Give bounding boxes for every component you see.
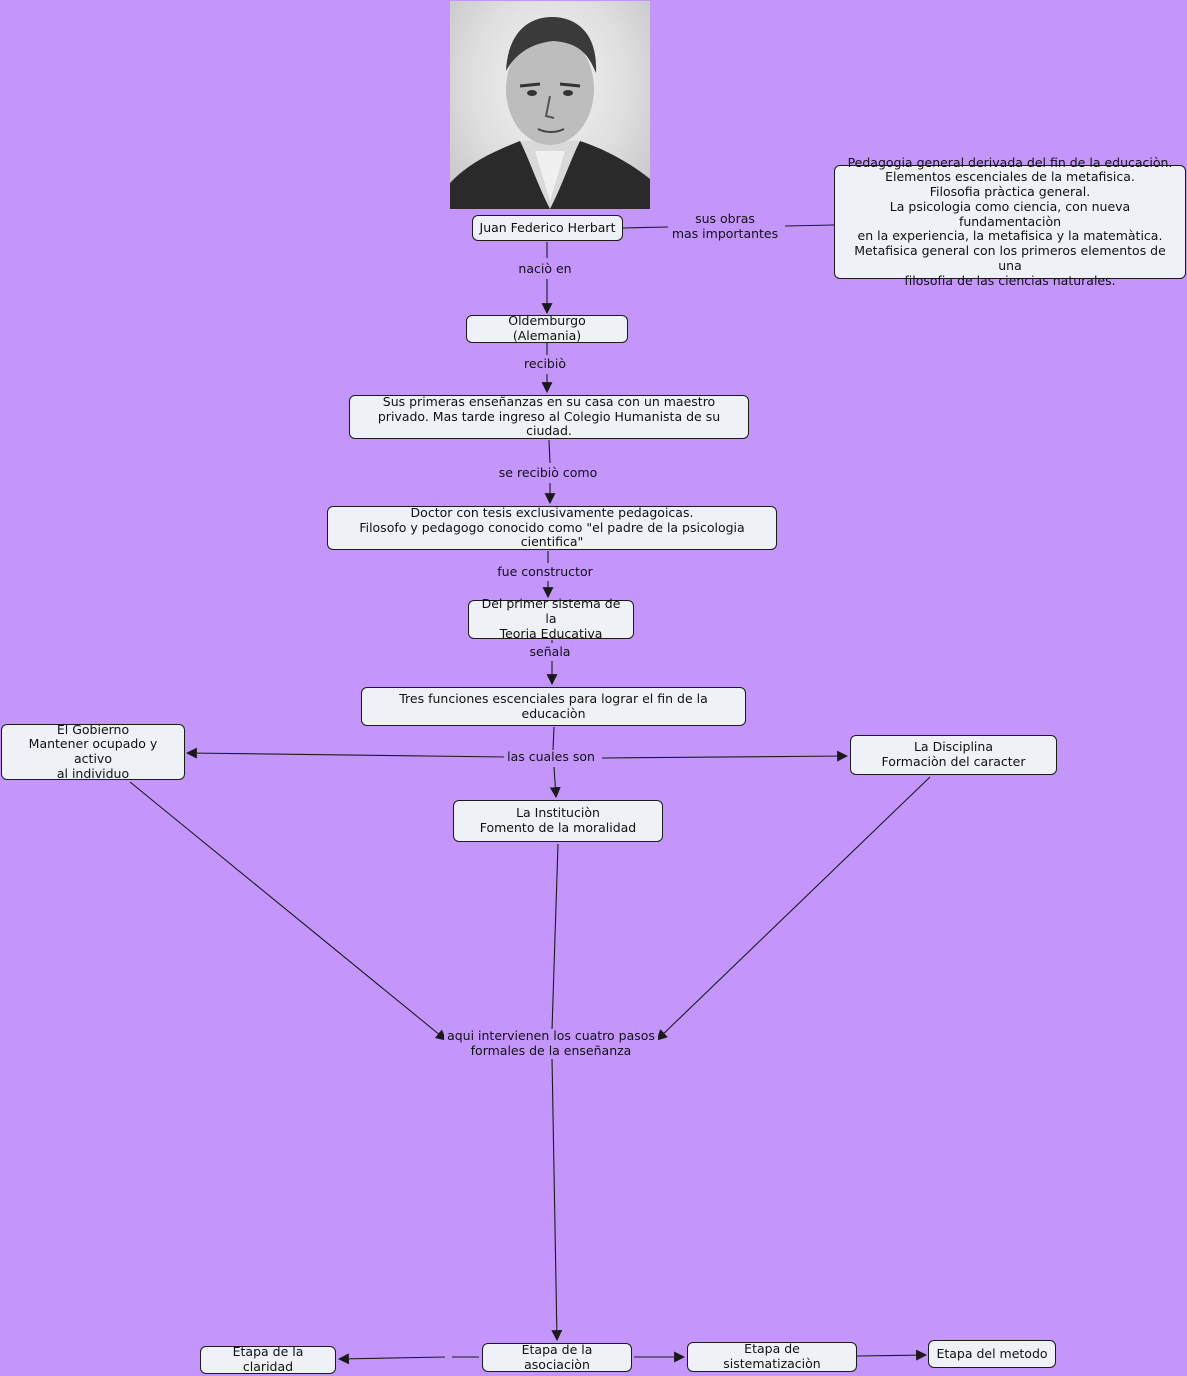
arrow-gobierno-pasos — [130, 782, 446, 1040]
arrow-to-claridad — [339, 1357, 445, 1359]
node-etapa-sistematizacion[interactable]: Etapa de sistematizaciòn — [687, 1342, 857, 1372]
herbart-portrait-image — [450, 1, 650, 209]
line-tres-cuales — [553, 727, 554, 750]
link-label-nacio-en: naciò en — [515, 262, 574, 277]
node-obras-importantes[interactable]: Pedagogia general derivada del fin de la… — [834, 165, 1186, 279]
node-etapa-asociacion[interactable]: Etapa de la asociaciòn — [482, 1343, 632, 1372]
arrow-to-metodo — [857, 1355, 926, 1356]
node-doctor[interactable]: Doctor con tesis exclusivamente pedagoic… — [327, 506, 777, 550]
node-tres-funciones[interactable]: Tres funciones escenciales para lograr e… — [361, 687, 746, 726]
line-ens-serecibio — [549, 440, 550, 463]
node-la-disciplina[interactable]: La Disciplina Formaciòn del caracter — [850, 735, 1057, 775]
line-institucion-pasos — [552, 844, 558, 1030]
node-herbart[interactable]: Juan Federico Herbart — [472, 215, 623, 241]
node-la-institucion[interactable]: La Instituciòn Fomento de la moralidad — [453, 800, 663, 842]
line-herbart-obras-a — [623, 227, 668, 228]
link-label-se-recibio-como: se recibiò como — [496, 466, 600, 481]
arrow-cuales-disciplina — [602, 756, 847, 758]
node-primer-sistema[interactable]: Del primer sistema de la Teoria Educativ… — [468, 600, 634, 639]
link-label-senala: señala — [527, 645, 574, 660]
link-label-cuatro-pasos: aqui intervienen los cuatro pasos formal… — [444, 1029, 658, 1059]
node-etapa-claridad[interactable]: Etapa de la claridad — [200, 1346, 336, 1374]
arrow-disciplina-pasos — [657, 777, 930, 1040]
arrow-cuales-institucion — [554, 767, 556, 797]
node-etapa-metodo[interactable]: Etapa del metodo — [928, 1340, 1056, 1368]
line-herbart-obras-b — [785, 225, 834, 226]
node-oldemburgo[interactable]: Oldemburgo (Alemania) — [466, 315, 628, 343]
arrow-pasos-asociacion — [552, 1058, 557, 1340]
link-label-sus-obras: sus obras mas importantes — [669, 212, 781, 242]
node-el-gobierno[interactable]: El Gobierno Mantener ocupado y activo al… — [1, 724, 185, 780]
link-label-las-cuales-son: las cuales son — [504, 750, 598, 765]
link-label-fue-constructor: fue constructor — [494, 565, 595, 580]
link-label-recibio: recibiò — [521, 357, 569, 372]
node-primeras-ensenanzas[interactable]: Sus primeras enseñanzas en su casa con u… — [349, 395, 749, 439]
arrow-cuales-gobierno — [187, 753, 506, 757]
